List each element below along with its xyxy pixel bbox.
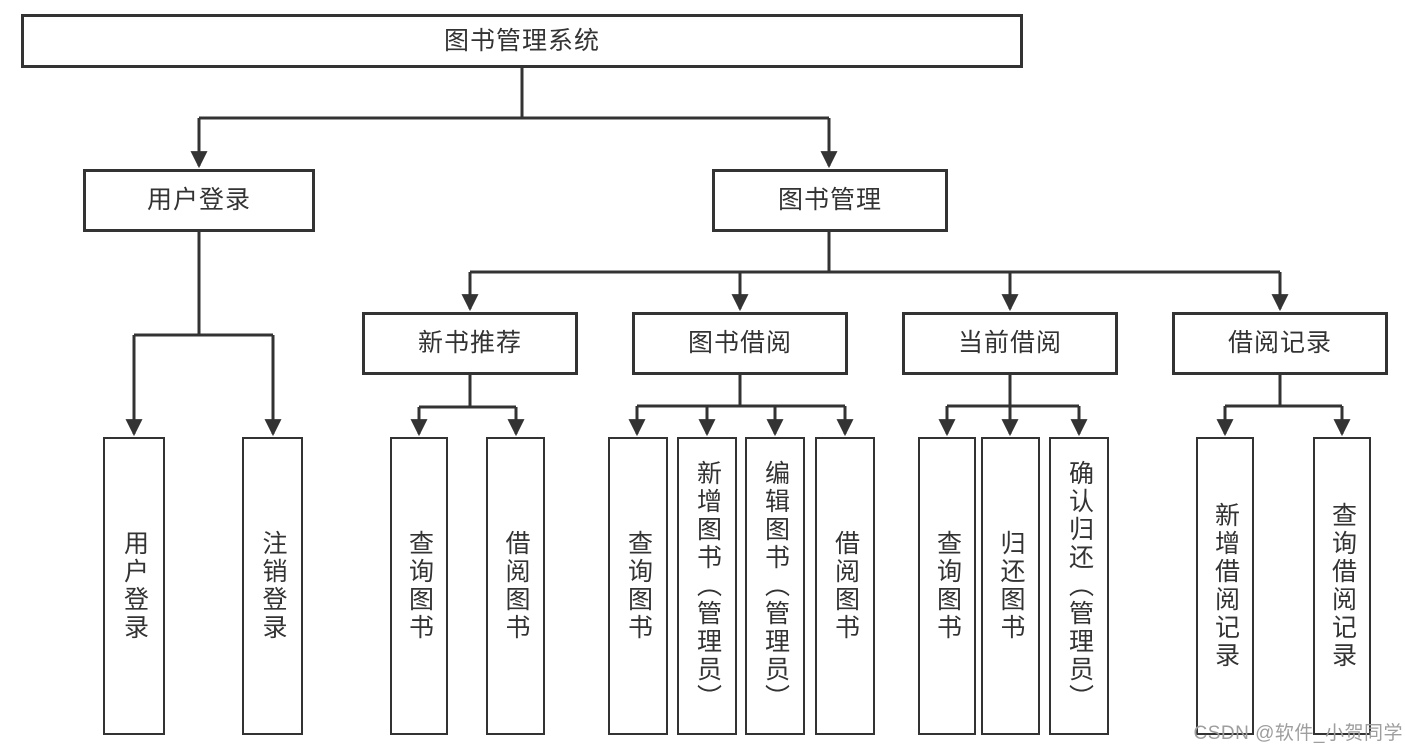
leaf-bb-borrow-books-label: 借阅图书 [831,530,860,642]
leaf-nbr-query-books-label: 查询图书 [405,530,434,642]
node-book-management-label: 图书管理 [777,186,882,214]
leaf-logout: 注销登录 [242,437,303,735]
node-new-book-recommend: 新书推荐 [362,312,578,375]
leaf-br-add-record-label: 新增借阅记录 [1211,502,1240,670]
csdn-watermark: CSDN @软件_小贺同学 [1193,723,1403,744]
leaf-bb-add-books-admin-label: 新增图书（管理员） [693,460,722,712]
leaf-nbr-query-books: 查询图书 [390,437,448,735]
leaf-br-query-record: 查询借阅记录 [1313,437,1371,735]
node-new-book-recommend-label: 新书推荐 [417,329,522,357]
node-user-login-label: 用户登录 [146,186,251,214]
node-user-login: 用户登录 [83,169,315,232]
leaf-bb-query-books-label: 查询图书 [624,530,653,642]
node-book-management: 图书管理 [712,169,948,232]
leaf-nbr-borrow-books: 借阅图书 [486,437,545,735]
leaf-nbr-borrow-books-label: 借阅图书 [502,530,530,642]
node-borrow-records: 借阅记录 [1172,312,1388,375]
leaf-cb-query-books-label: 查询图书 [933,530,962,642]
leaf-logout-label: 注销登录 [259,530,287,642]
node-book-borrow-label: 图书借阅 [687,329,792,357]
node-current-borrow-label: 当前借阅 [957,329,1062,357]
leaf-user-login: 用户登录 [103,437,165,735]
leaf-bb-edit-books-admin: 编辑图书（管理员） [745,437,805,735]
node-book-borrow: 图书借阅 [632,312,848,375]
leaf-br-add-record: 新增借阅记录 [1196,437,1254,735]
leaf-user-login-label: 用户登录 [120,530,149,642]
node-borrow-records-label: 借阅记录 [1227,329,1332,357]
node-root-label: 图书管理系统 [443,26,600,55]
leaf-bb-query-books: 查询图书 [608,437,668,735]
leaf-bb-borrow-books: 借阅图书 [815,437,875,735]
leaf-cb-confirm-return-admin-label: 确认归还（管理员） [1065,460,1094,712]
node-current-borrow: 当前借阅 [902,312,1118,375]
leaf-cb-return-books: 归还图书 [981,437,1040,735]
leaf-cb-confirm-return-admin: 确认归还（管理员） [1049,437,1109,735]
node-root: 图书管理系统 [21,14,1023,68]
leaf-cb-query-books: 查询图书 [918,437,976,735]
leaf-br-query-record-label: 查询借阅记录 [1328,502,1357,670]
leaf-bb-add-books-admin: 新增图书（管理员） [677,437,737,735]
leaf-cb-return-books-label: 归还图书 [997,530,1025,642]
leaf-bb-edit-books-admin-label: 编辑图书（管理员） [761,460,790,712]
